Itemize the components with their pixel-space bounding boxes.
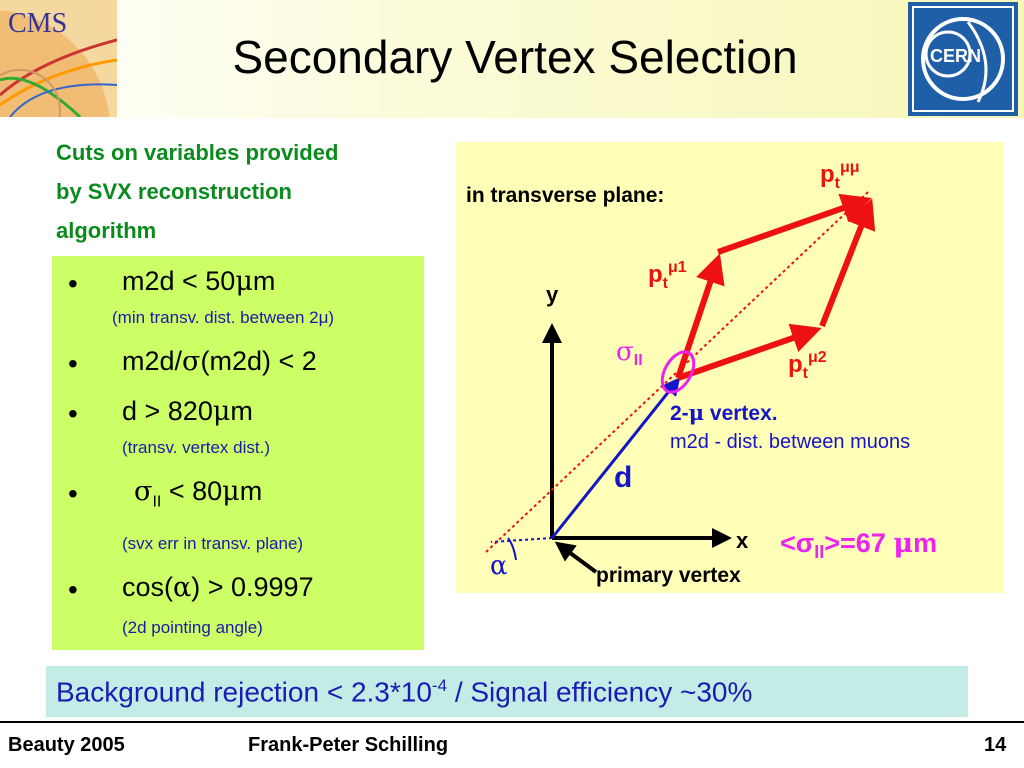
pt-mumu-arrow-top bbox=[717, 193, 872, 255]
cut-d-note: (transv. vertex dist.) bbox=[122, 438, 270, 457]
pt-mumu-label: ptμμ bbox=[820, 159, 860, 192]
pt-mumu-arrow-right bbox=[819, 198, 876, 328]
pt-mu2-label: ptμ2 bbox=[788, 349, 827, 382]
footer-page-number: 14 bbox=[984, 734, 1007, 756]
subtitle-line: algorithm bbox=[56, 218, 157, 243]
footer-author: Frank-Peter Schilling bbox=[248, 734, 449, 756]
vertex-label: 2-μ vertex. bbox=[670, 400, 778, 425]
cms-logo: CMS bbox=[0, 0, 117, 117]
bullet: • bbox=[68, 478, 78, 509]
bullet: • bbox=[68, 348, 78, 379]
cms-logo-text: CMS bbox=[8, 8, 67, 39]
sigma-label: σII bbox=[616, 337, 643, 369]
alpha-label: α bbox=[490, 551, 508, 581]
pt-mu1-label: ptμ1 bbox=[648, 259, 687, 292]
cut-m2d: m2d < 50μm bbox=[122, 266, 276, 297]
footer-divider bbox=[0, 721, 1024, 723]
cut-m2d-note: (min transv. dist. between 2μ) bbox=[112, 308, 335, 327]
cut-cos-alpha: cos(α) > 0.9997 bbox=[122, 572, 314, 603]
bullet: • bbox=[68, 398, 78, 429]
vertex-direction-extension bbox=[490, 537, 553, 543]
cuts-list-box: • m2d < 50μm (min transv. dist. between … bbox=[52, 256, 424, 650]
cut-m2d-significance: m2d/σ(m2d) < 2 bbox=[122, 346, 317, 377]
summary-text: Background rejection < 2.3*10-4 / Signal… bbox=[56, 676, 753, 708]
pt-mu1-arrow bbox=[675, 253, 725, 379]
primary-vertex-arrow bbox=[554, 541, 598, 574]
d-label: d bbox=[614, 461, 632, 494]
cern-logo-text: CERN bbox=[930, 46, 981, 66]
footer-conference: Beauty 2005 bbox=[8, 734, 125, 756]
diagram-heading: in transverse plane: bbox=[466, 184, 664, 207]
alpha-arc bbox=[507, 537, 517, 561]
bullet: • bbox=[68, 574, 78, 605]
cut-sigma-note: (svx err in transv. plane) bbox=[122, 534, 304, 553]
d-vector bbox=[550, 377, 681, 539]
summary-banner: Background rejection < 2.3*10-4 / Signal… bbox=[46, 666, 968, 717]
cut-cos-alpha-note: (2d pointing angle) bbox=[122, 618, 263, 637]
x-axis-label: x bbox=[736, 528, 749, 553]
pt-mu2-arrow bbox=[677, 323, 822, 381]
subtitle-line: Cuts on variables provided bbox=[56, 140, 339, 165]
cut-d: d > 820μm bbox=[122, 396, 253, 427]
mean-sigma-label: <σII>=67 μm bbox=[780, 528, 937, 562]
y-axis-label: y bbox=[546, 282, 559, 307]
cuts-subtitle: Cuts on variables provided by SVX recons… bbox=[56, 133, 436, 250]
vertex-diagram: in transverse plane: y x ptμμ ptμ1 ptμ2 … bbox=[456, 142, 1004, 593]
bullet: • bbox=[68, 268, 78, 299]
m2d-description: m2d - dist. between muons bbox=[670, 431, 910, 453]
sigma-ellipse bbox=[660, 350, 696, 394]
cern-logo: CERN bbox=[908, 2, 1018, 116]
header-bar: CMS Secondary Vertex Selection CERN bbox=[0, 0, 1024, 118]
vertex-diagram-svg: in transverse plane: y x ptμμ ptμ1 ptμ2 … bbox=[466, 159, 937, 587]
primary-vertex-label: primary vertex bbox=[596, 564, 741, 587]
cut-sigma: σII < 80μm bbox=[134, 476, 263, 511]
subtitle-line: by SVX reconstruction bbox=[56, 179, 292, 204]
page-title: Secondary Vertex Selection bbox=[232, 31, 798, 83]
